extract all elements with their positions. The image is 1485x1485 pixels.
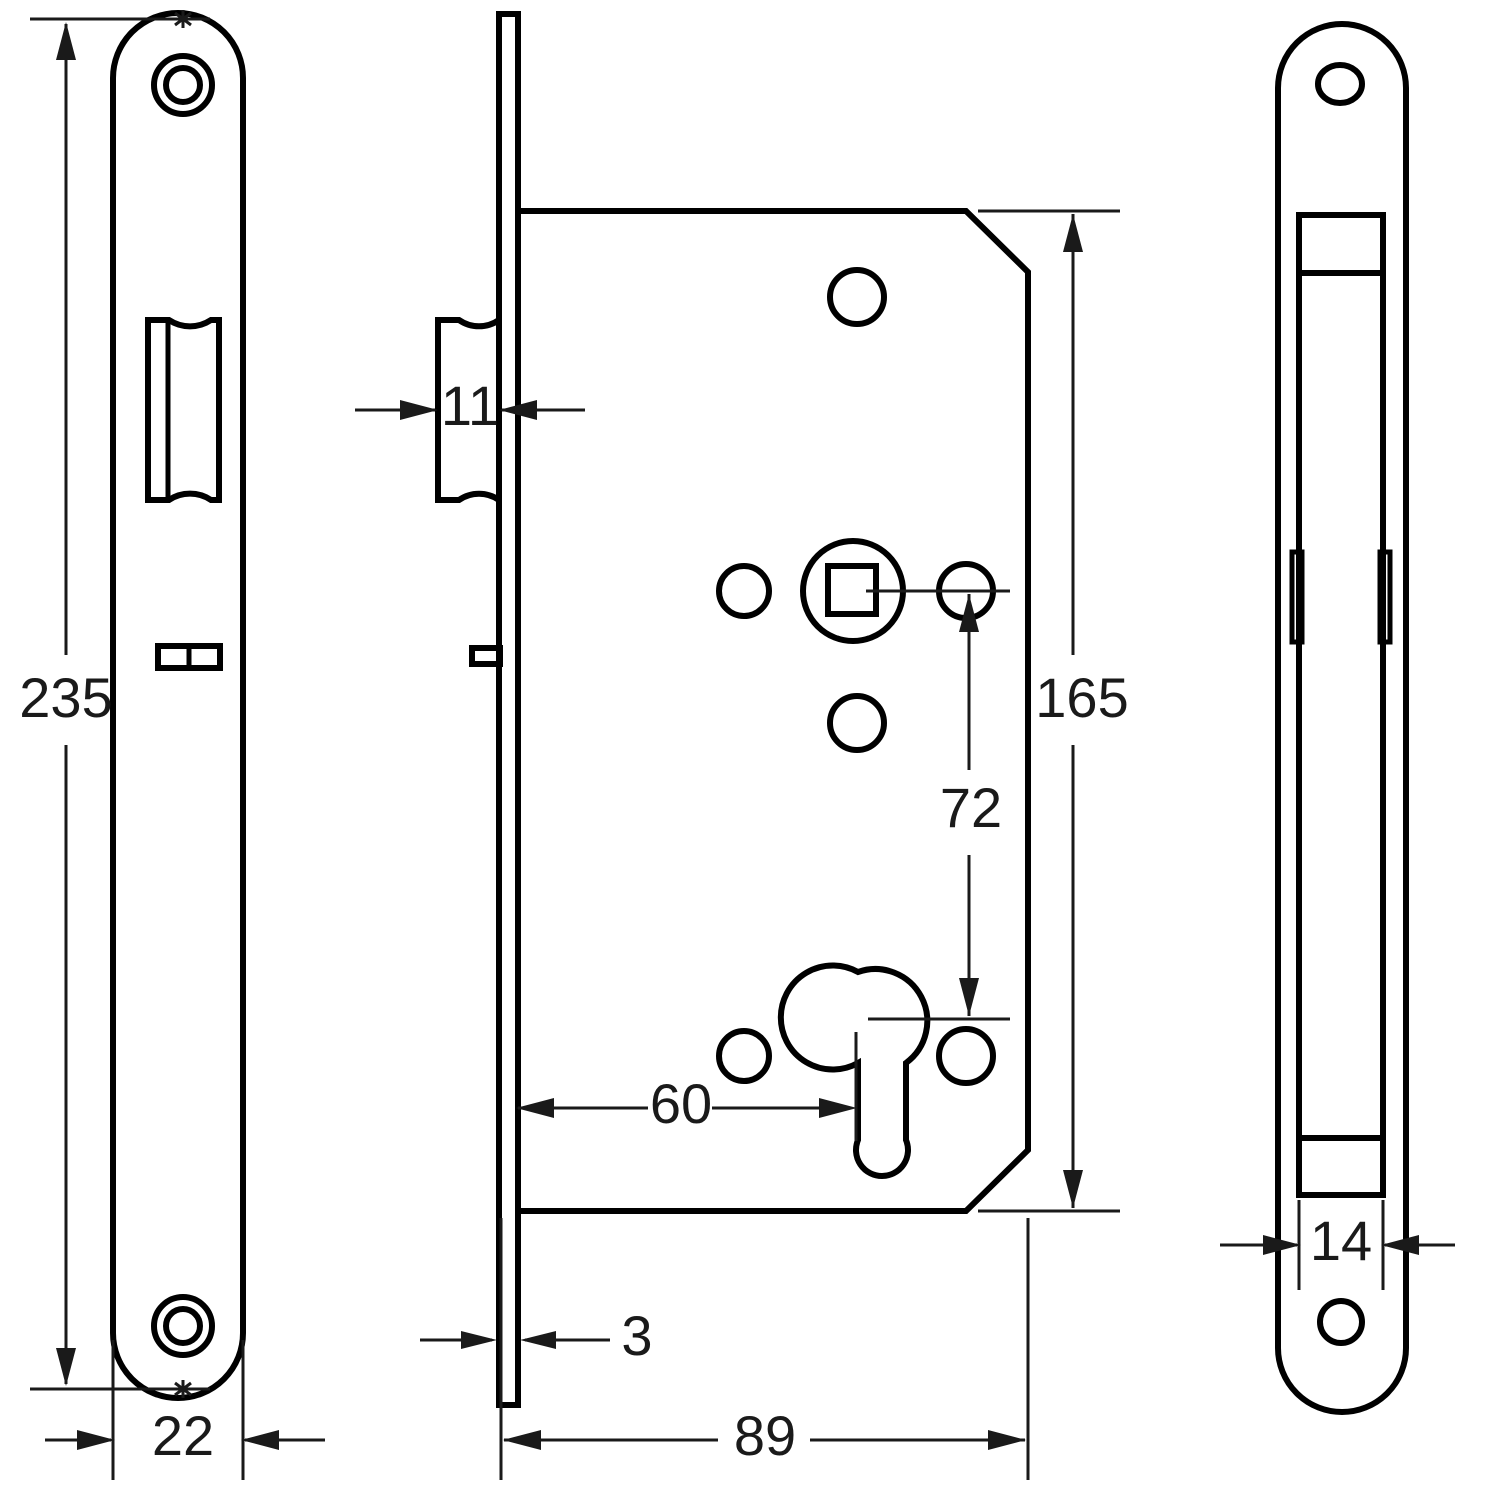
arrowhead-down-icon [1063,1170,1083,1208]
dimension-overall-height: 235 [19,17,210,1391]
dimension-case-height: 165 [978,209,1129,1213]
arrowhead-right-icon [461,1331,497,1349]
dimension-value-235: 235 [19,666,112,729]
dimension-value-72: 72 [940,776,1002,839]
dimension-faceplate-edge-width: 14 [1220,1200,1455,1290]
screw-hole-top-inner-icon [163,65,203,105]
dimension-value-14: 14 [1310,1209,1372,1272]
faceplate-outline [110,10,246,1401]
euro-cylinder-hole [777,962,931,1179]
dimension-latch-projection: 11 [355,374,585,437]
fixing-hole-mid-left [716,563,772,619]
recessed-panel [1296,212,1386,1198]
lock-case-outline [515,208,1031,1214]
arrowhead-left-icon [516,1098,554,1118]
arrowhead-right-icon [988,1430,1026,1450]
screw-hole-bottom-outer-icon [151,1294,215,1358]
screw-hole-bottom-inner-icon [163,1306,203,1346]
dimension-case-depth: 89 [499,1218,1030,1480]
dimension-faceplate-width: 22 [45,1340,325,1480]
arrowhead-left-icon [241,1430,279,1450]
arrowhead-left-icon [1381,1235,1419,1255]
arrowhead-left-icon [499,400,537,420]
screw-hole-bottom-icon [1317,1298,1365,1346]
fixing-hole-top [827,267,887,327]
dimension-value-22: 22 [152,1404,214,1467]
dimension-value-11: 11 [441,374,499,437]
dimension-value-89: 89 [734,1404,796,1467]
arrowhead-left-icon [503,1430,541,1450]
faceplate-edge-outline [1275,21,1409,1415]
arrowhead-right-icon [1263,1235,1301,1255]
screw-hole-top-icon [1315,62,1365,106]
dimension-value-3: 3 [621,1304,652,1367]
arrowhead-down-icon [56,1348,76,1386]
dimension-backset: 60 [516,1072,857,1135]
fixing-hole-lower-right [936,1026,996,1086]
arrowhead-left-icon [520,1331,556,1349]
dimension-value-60: 60 [650,1072,712,1135]
arrowhead-right-icon [819,1098,857,1118]
arrowhead-up-icon [56,22,76,60]
fixing-hole-lower-left [716,1028,772,1084]
screw-hole-top-outer-icon [151,53,215,117]
side-tab-left [1289,549,1305,645]
latch-bolt-opening [145,317,222,503]
arrowhead-up-icon [1063,214,1083,252]
dimension-value-165: 165 [1035,666,1128,729]
arrowhead-down-icon [959,978,979,1016]
right-view-faceplate-edge [1275,21,1409,1415]
arrowhead-up-icon [959,594,979,632]
dimension-faceplate-thickness: 3 [420,1304,653,1367]
left-view-faceplate-front [110,10,246,1401]
arrowhead-right-icon [77,1430,115,1450]
indicator-slot-outer [155,643,223,671]
latch-bolt-protrusion [435,314,502,506]
side-retaining-tab [469,645,503,667]
fixing-hole-below-follower [827,693,887,753]
arrowhead-right-icon [400,400,438,420]
dimension-follower-to-cylinder: 72 [866,589,1010,1016]
center-view-lock-case [435,11,1031,1408]
side-tab-right [1377,549,1393,645]
